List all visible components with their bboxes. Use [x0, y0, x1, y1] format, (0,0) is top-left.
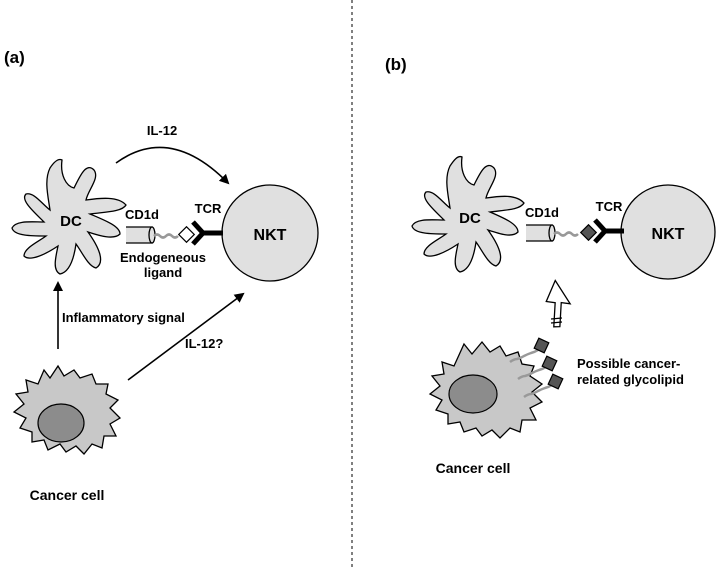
tcr-receptor [593, 218, 624, 244]
dc-cell [411, 155, 525, 273]
il12-top-label: IL-12 [147, 123, 177, 138]
nkt-label: NKT [254, 227, 287, 244]
glycolipid-tail [517, 365, 547, 381]
hollow-up-arrow [545, 279, 572, 328]
glycolipid-ligand-diamond [579, 223, 598, 242]
nkt-label: NKT [652, 226, 685, 243]
lipid-tail [553, 231, 579, 237]
glycolipid-label-line1: Possible cancer- [577, 356, 680, 371]
inflammatory-label: Inflammatory signal [62, 310, 185, 325]
panel-a: (a) NKT DC CD1d TCR Endogeneous ligand I… [4, 48, 319, 503]
ligand-label-line2: ligand [144, 265, 182, 280]
cancer-nucleus [37, 403, 85, 443]
cancer-label: Cancer cell [30, 487, 105, 503]
dc-label: DC [459, 210, 481, 227]
panel-b-letter: (b) [385, 55, 407, 74]
cancer-nucleus [448, 374, 498, 414]
il12-curved-arrow [115, 146, 230, 185]
glycolipid-head [541, 355, 558, 372]
cd1d-molecule [526, 224, 553, 242]
glycolipid-head [547, 373, 564, 390]
tcr-receptor [191, 220, 223, 246]
panel-b: (b) NKT DC CD1d TCR Possible cancer- rel… [385, 55, 716, 476]
panel-a-letter: (a) [4, 48, 25, 67]
glycolipid-head [533, 337, 550, 354]
endogenous-ligand-diamond [177, 225, 196, 244]
glycolipid-tail [523, 383, 553, 399]
tcr-label: TCR [195, 201, 222, 216]
ligand-label-line1: Endogeneous [120, 250, 206, 265]
glycolipid-label-line2: related glycolipid [577, 372, 684, 387]
cancer-label: Cancer cell [436, 460, 511, 476]
dc-cell [11, 158, 127, 275]
tcr-label: TCR [596, 199, 623, 214]
arrow-stripe [550, 321, 563, 324]
arrow-stripe [550, 317, 563, 320]
cd1d-molecule [126, 226, 153, 244]
glycolipid-tail [509, 348, 539, 364]
il12-question-label: IL-12? [185, 336, 223, 351]
cd1d-label: CD1d [125, 207, 159, 222]
dc-label: DC [60, 213, 82, 230]
il12-question-arrow [127, 292, 245, 381]
cd1d-label: CD1d [525, 205, 559, 220]
lipid-tail [153, 233, 179, 239]
